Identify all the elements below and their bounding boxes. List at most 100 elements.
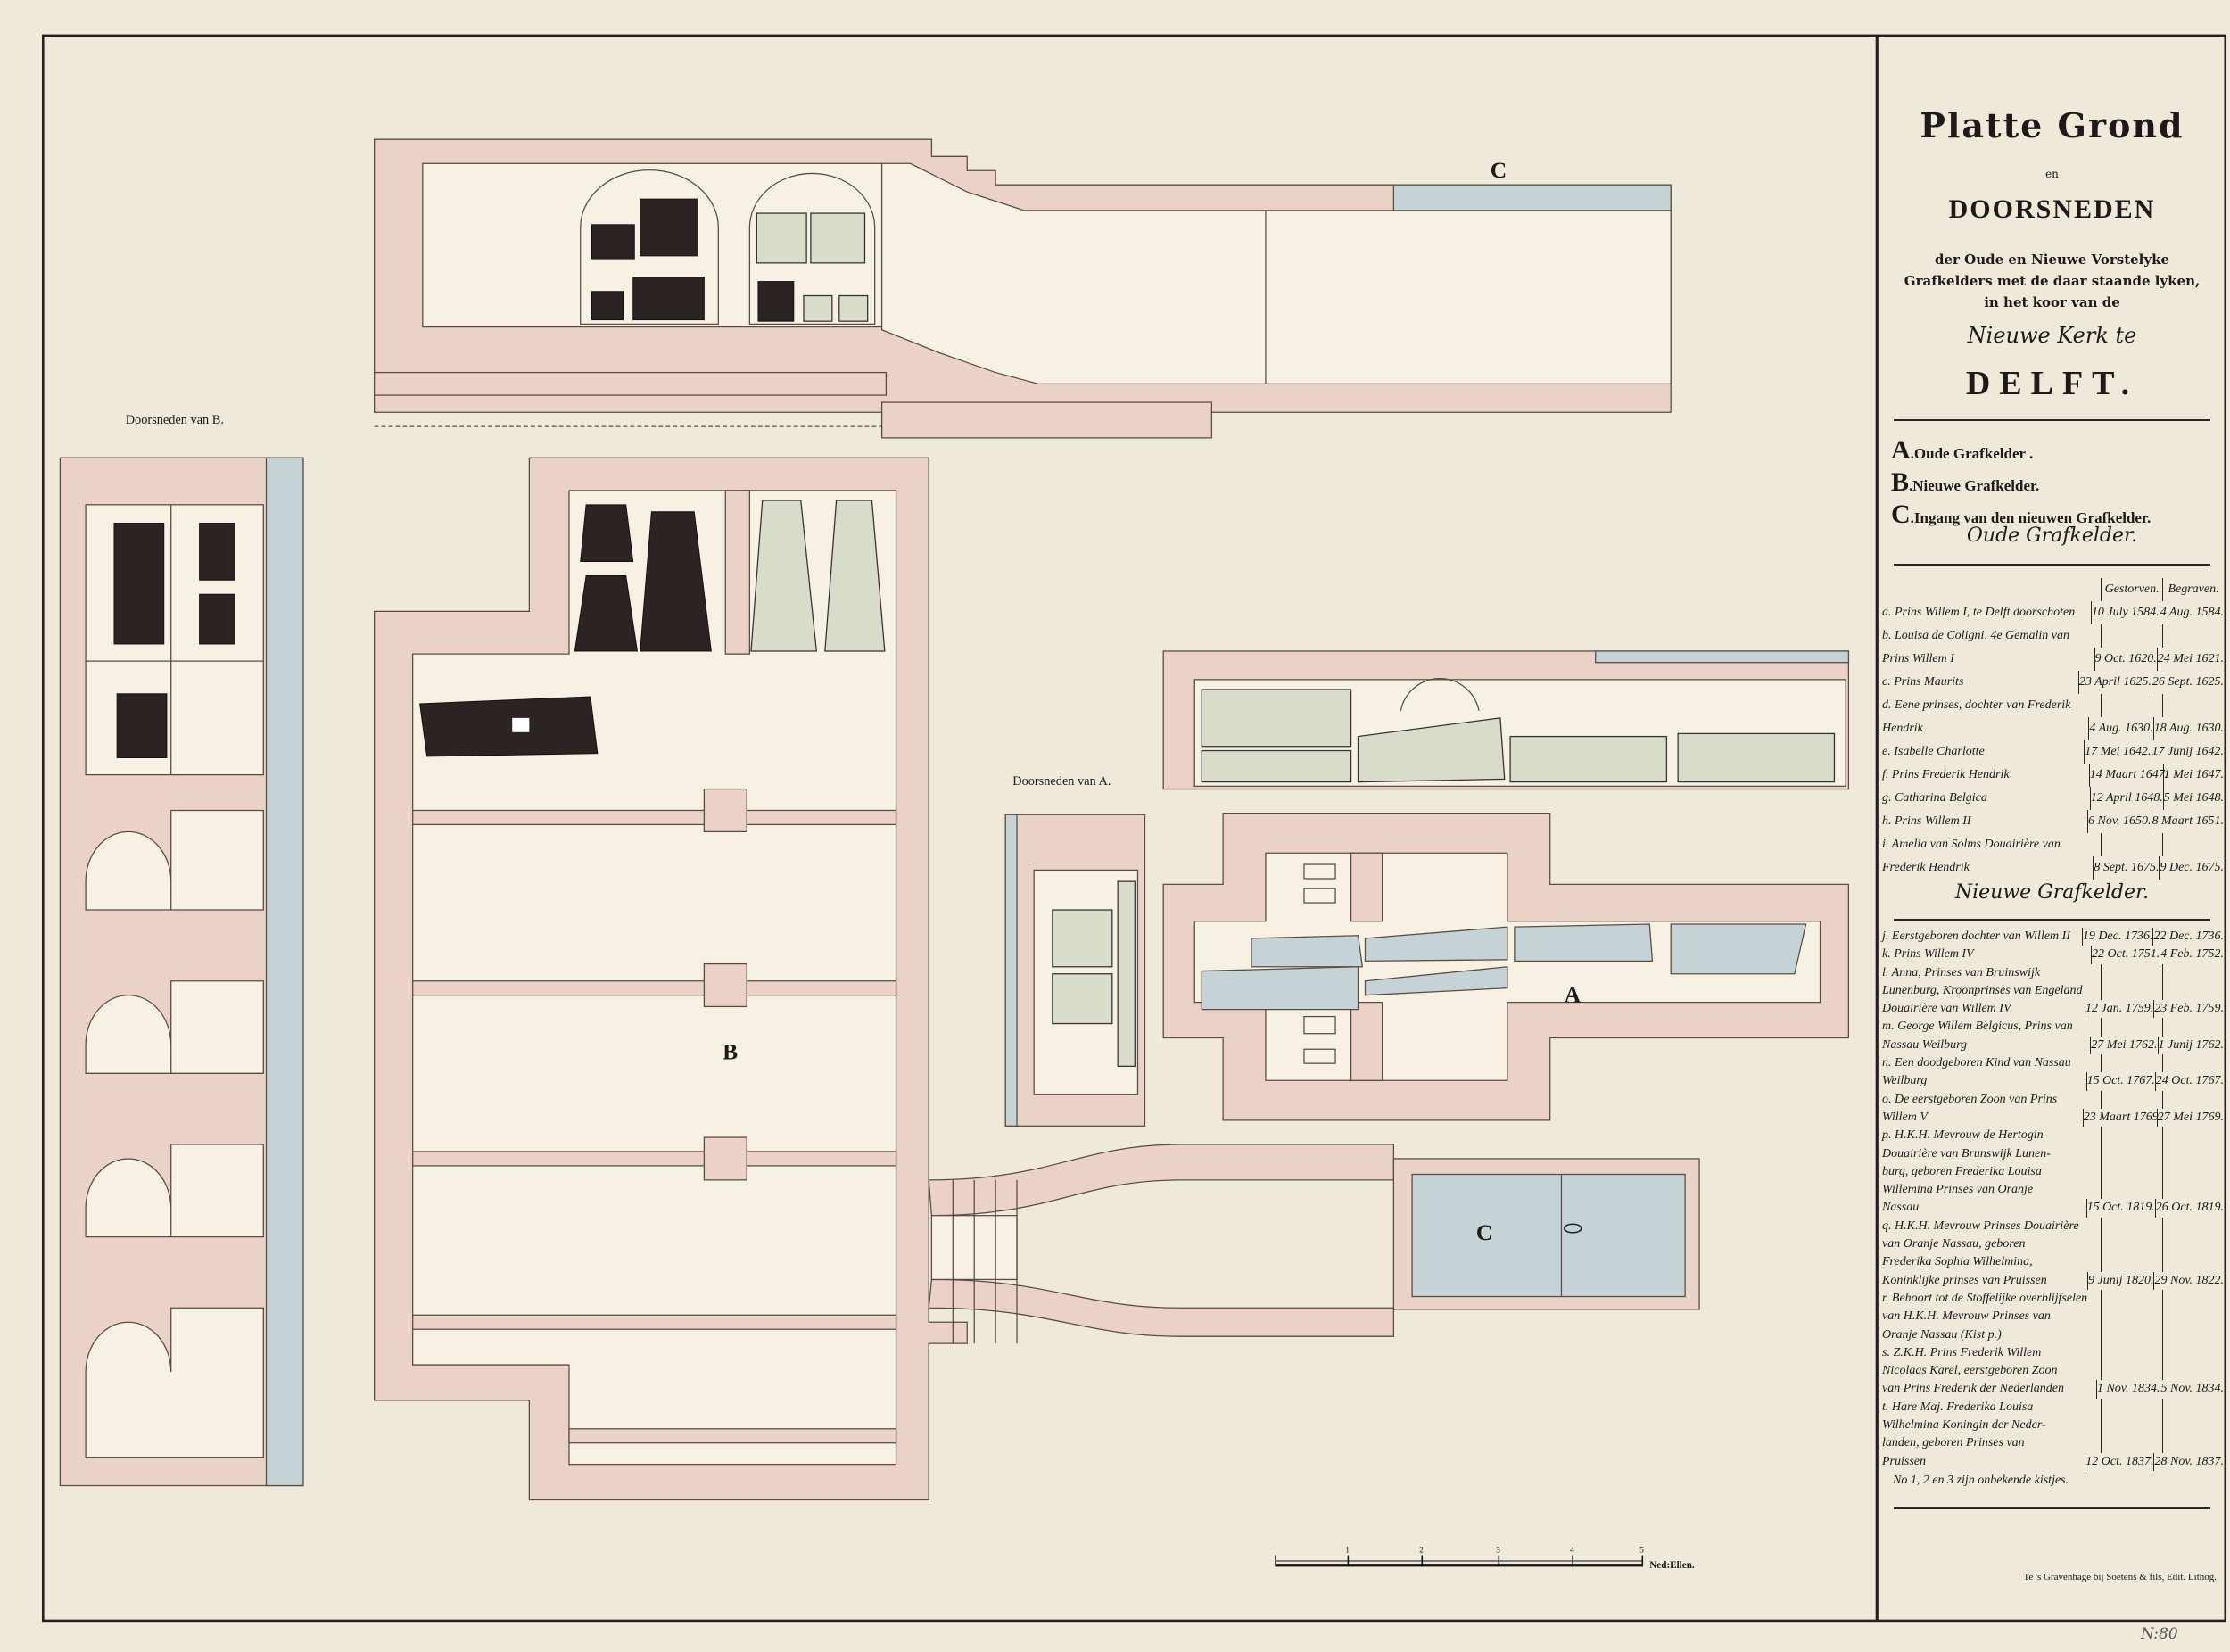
entry-died: 4 Aug. 1630. <box>2089 717 2154 740</box>
col-buried: Begraven. <box>2168 582 2219 596</box>
key-letter: A <box>1891 435 1911 465</box>
entry-name: n. Een doodgeboren Kind van Nassau <box>1880 1054 2102 1073</box>
scale-tick-5: 5 <box>1639 1545 1644 1555</box>
entry-buried <box>2163 1344 2224 1362</box>
entry-died: 1 Nov. 1834. <box>2097 1380 2161 1399</box>
entry-died <box>2102 1343 2164 1363</box>
entry-died <box>2102 1217 2164 1236</box>
table-row: Lunenburg, Kroonprinses van Engeland <box>1880 981 2224 1001</box>
table-row: p. H.K.H. Mevrouw de Hertogin <box>1880 1127 2224 1145</box>
key-c: C.Ingang van den nieuwen Grafkelder. <box>1891 500 2151 530</box>
plan-b-new-vault: B <box>373 457 968 1501</box>
key-text: .Ingang van den nieuwen Grafkelder. <box>1910 509 2152 526</box>
entry-buried: 1 Junij 1762. <box>2158 1037 2225 1052</box>
table-row: b. Louisa de Coligni, 4e Gemalin van <box>1880 624 2224 648</box>
entry-died <box>2102 1398 2164 1417</box>
entry-name: j. Eerstgeboren dochter van Willem II <box>1880 928 2083 946</box>
entry-buried: 8 Maart 1651. <box>2152 814 2225 828</box>
table-row: Willemina Prinses van Oranje <box>1880 1181 2224 1200</box>
title-subtitle-2: Grafkelders met de daar staande lyken, <box>1904 273 2201 289</box>
entry-name: g. Catharina Belgica <box>1880 787 2091 810</box>
entry-name: Oranje Nassau (Kist p.) <box>1880 1326 2102 1344</box>
entry-buried <box>2163 1417 2224 1434</box>
entry-buried <box>2163 964 2224 982</box>
entry-name: Douairière van Brunswijk Lunen- <box>1880 1144 2102 1163</box>
entry-died <box>2102 1144 2164 1163</box>
entry-died: 27 Mei 1762. <box>2091 1036 2159 1055</box>
entry-died <box>2102 1235 2164 1254</box>
entry-buried <box>2163 1018 2224 1036</box>
key-letter: C <box>1891 500 1911 529</box>
plan-a-old-vault: A <box>1162 813 1850 1121</box>
entry-buried: 5 Nov. 1834. <box>2160 1382 2224 1396</box>
key-a: A.Oude Grafkelder . <box>1891 435 2033 466</box>
section-c-elevation: C <box>373 138 1672 439</box>
entry-died <box>2102 1434 2164 1453</box>
entry-name: van Oranje Nassau, geboren <box>1880 1235 2102 1254</box>
entry-name: Frederika Sophia Wilhelmina, <box>1880 1253 2102 1272</box>
entry-buried: 26 Sept. 1625. <box>2152 675 2224 689</box>
entry-buried <box>2163 1218 2224 1235</box>
entry-name: s. Z.K.H. Prins Frederik Willem <box>1880 1343 2102 1363</box>
rule <box>1894 564 2210 566</box>
entry-buried <box>2163 1127 2224 1144</box>
scale-tick-3: 3 <box>1496 1545 1500 1555</box>
entry-name: m. George Willem Belgicus, Prins van <box>1880 1018 2102 1037</box>
title-platte-grond: Platte Grond <box>1920 105 2185 145</box>
entry-name: Wilhelmina Koningin der Neder- <box>1880 1417 2102 1435</box>
plan-b-label: B <box>723 1038 738 1064</box>
title-en: en <box>2045 168 2059 180</box>
section-a-title: Doorsneden van A. <box>1012 774 1111 789</box>
nieuwe-heading: Nieuwe Grafkelder. <box>1954 881 2150 904</box>
table-row: Oranje Nassau (Kist p.) <box>1880 1326 2224 1344</box>
entry-died <box>2102 1018 2164 1037</box>
title-subtitle-3: in het koor van de <box>1984 294 2120 310</box>
entry-name: Nicolaas Karel, eerstgeboren Zoon <box>1880 1362 2102 1381</box>
entry-name: Nassau <box>1880 1199 2087 1218</box>
entry-name: q. H.K.H. Mevrouw Prinses Douairière <box>1880 1217 2102 1236</box>
entry-died: 14 Maart 1647. <box>2090 764 2168 787</box>
entry-name: i. Amelia van Solms Douairière van <box>1880 833 2102 856</box>
entry-name: landen, geboren Prinses van <box>1880 1434 2102 1453</box>
entry-name: Pruissen <box>1880 1452 2086 1471</box>
entry-name: o. De eerstgeboren Zoon van Prins <box>1880 1090 2102 1109</box>
entry-died <box>2102 981 2164 1001</box>
entry-name: Willemina Prinses van Oranje <box>1880 1181 2102 1200</box>
table-row: van H.K.H. Mevrouw Prinses van <box>1880 1308 2224 1326</box>
entry-buried <box>2163 1362 2224 1380</box>
section-b-elevation: Doorsneden van B. <box>59 413 304 1487</box>
title-nieuwe-kerk: Nieuwe Kerk te <box>1967 323 2137 348</box>
table-row: s. Z.K.H. Prins Frederik Willem <box>1880 1343 2224 1363</box>
table-row: d. Eene prinses, dochter van Frederik <box>1880 694 2224 717</box>
plate-number: N:80 <box>2141 1625 2178 1643</box>
entry-buried <box>2163 694 2224 717</box>
entry-name: van H.K.H. Mevrouw Prinses van <box>1880 1308 2102 1326</box>
entry-died <box>2102 694 2164 717</box>
entry-died: 22 Oct. 1751. <box>2092 946 2161 964</box>
entry-buried <box>2163 1054 2224 1072</box>
entry-buried <box>2163 1434 2224 1452</box>
entry-died <box>2102 1054 2164 1073</box>
entry-buried: 26 Oct. 1819. <box>2155 1201 2224 1215</box>
entry-buried: 17 Junij 1642. <box>2152 745 2225 758</box>
rule <box>1894 919 2210 921</box>
entry-died: 19 Dec. 1736. <box>2083 928 2154 946</box>
table-row: burg, geboren Frederika Louisa <box>1880 1162 2224 1182</box>
entry-buried: 28 Nov. 1837. <box>2154 1454 2224 1468</box>
plan-c-label: C <box>1476 1219 1492 1245</box>
entry-name: e. Isabelle Charlotte <box>1880 740 2085 764</box>
scale-tick-2: 2 <box>1419 1545 1424 1555</box>
entry-buried: 24 Oct. 1767. <box>2155 1074 2224 1088</box>
entry-name: r. Behoort tot de Stoffelijke overblijfs… <box>1880 1289 2102 1309</box>
entry-died: 8 Sept. 1675. <box>2094 856 2160 880</box>
plan-c-entrance: C <box>1392 1158 1700 1310</box>
